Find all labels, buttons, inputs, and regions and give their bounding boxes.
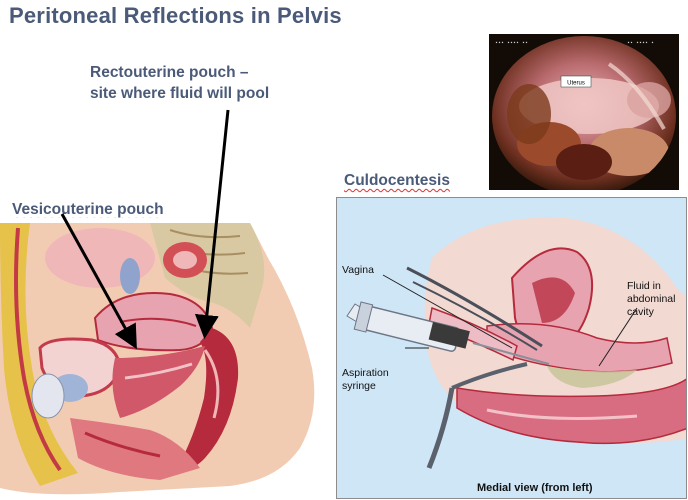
culdocentesis-diagram: Vagina Fluid in abdominal cavity Aspirat… [336, 197, 687, 499]
endoscopy-photo: Uterus ▪▪▪ ▪▪▪▪ ▪▪ ▪▪ ▪▪▪▪ ▪ [489, 34, 679, 190]
svg-text:▪▪▪ ▪▪▪▪ ▪▪: ▪▪▪ ▪▪▪▪ ▪▪ [495, 40, 528, 46]
culdocentesis-drawing [337, 198, 686, 498]
fluid-label: Fluid in abdominal cavity [627, 280, 675, 319]
vesicouterine-pouch-label: Vesicouterine pouch [12, 201, 164, 218]
syringe-label-line1: Aspiration [342, 367, 389, 379]
pelvis-anatomy-illustration [0, 218, 320, 500]
svg-text:▪▪ ▪▪▪▪ ▪: ▪▪ ▪▪▪▪ ▪ [627, 40, 654, 46]
syringe-label-line2: syringe [342, 380, 376, 392]
rectouterine-pouch-label: Rectouterine pouch – site where fluid wi… [90, 62, 269, 104]
rectouterine-label-line1: Rectouterine pouch – [90, 64, 249, 81]
rectouterine-label-line2: site where fluid will pool [90, 85, 270, 102]
syringe-label: Aspiration syringe [342, 367, 389, 393]
fluid-label-line1: Fluid in [627, 280, 661, 292]
uterus-tag: Uterus [567, 81, 585, 87]
uterus-tag-box [560, 75, 592, 88]
endoscopy-image: Uterus ▪▪▪ ▪▪▪▪ ▪▪ ▪▪ ▪▪▪▪ ▪ [489, 34, 679, 190]
fluid-label-line3: cavity [627, 306, 654, 318]
slide-title: Peritoneal Reflections in Pelvis [9, 3, 342, 28]
aspiration-syringe-icon [346, 301, 550, 365]
pelvis-sagittal-drawing [0, 218, 320, 500]
vagina-label: Vagina [342, 264, 374, 276]
culdocentesis-heading: Culdocentesis [344, 172, 450, 189]
fluid-label-line2: abdominal [627, 293, 676, 305]
diagram-caption: Medial view (from left) [477, 482, 593, 494]
